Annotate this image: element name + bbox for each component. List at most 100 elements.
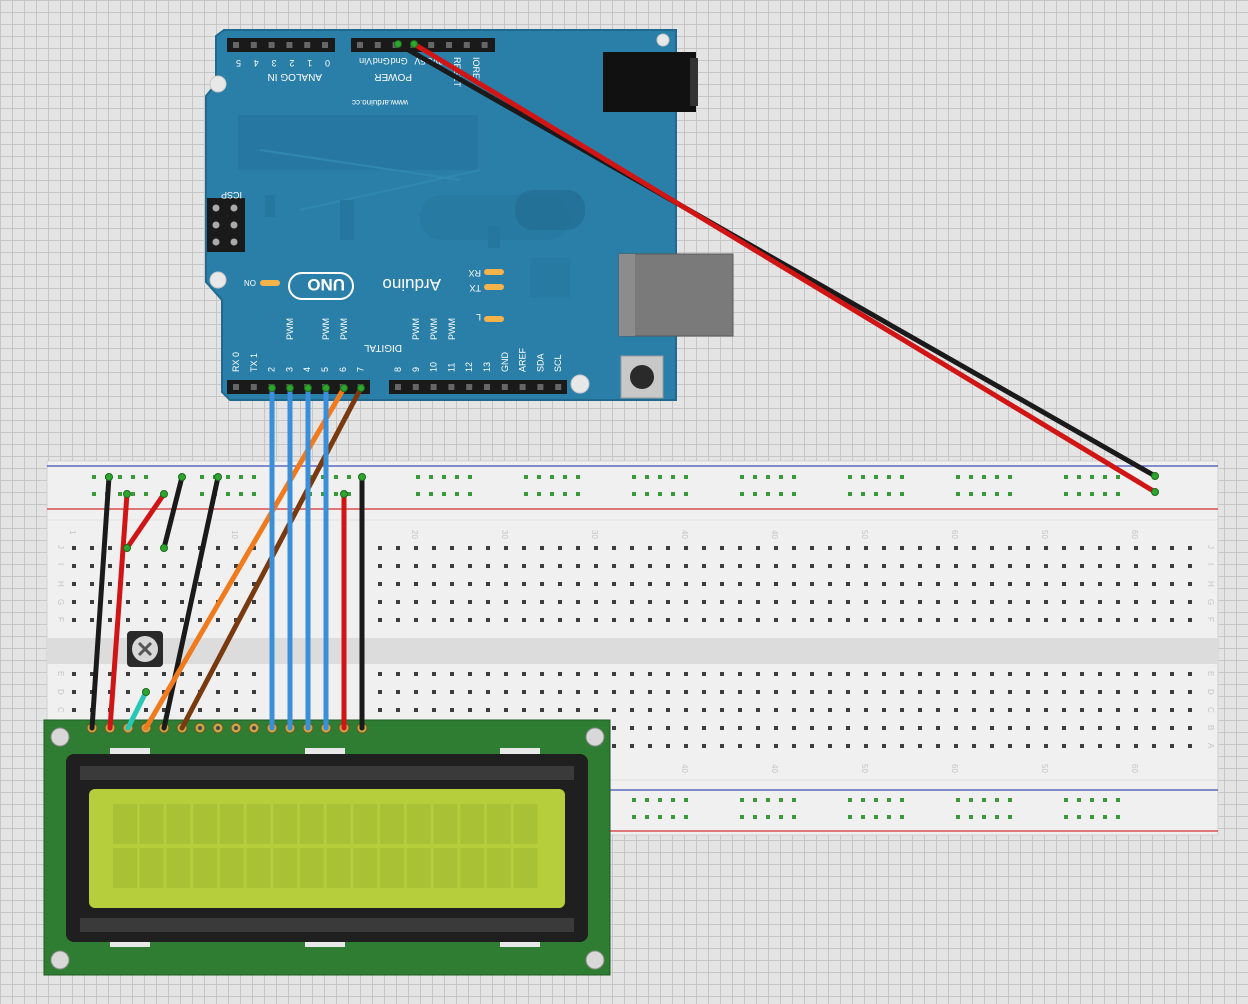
breadboard-hole[interactable] <box>252 618 256 622</box>
breadboard-hole[interactable] <box>1062 582 1066 586</box>
breadboard-hole[interactable] <box>990 546 994 550</box>
rail-hole[interactable] <box>1090 815 1094 819</box>
rail-hole[interactable] <box>645 492 649 496</box>
breadboard-hole[interactable] <box>432 546 436 550</box>
breadboard-hole[interactable] <box>900 726 904 730</box>
breadboard-hole[interactable] <box>846 744 850 748</box>
breadboard-hole[interactable] <box>954 726 958 730</box>
breadboard-hole[interactable] <box>1080 618 1084 622</box>
breadboard-hole[interactable] <box>558 600 562 604</box>
breadboard-hole[interactable] <box>1080 582 1084 586</box>
rail-hole[interactable] <box>766 475 770 479</box>
breadboard-hole[interactable] <box>828 618 832 622</box>
breadboard-hole[interactable] <box>558 708 562 712</box>
rail-hole[interactable] <box>252 492 256 496</box>
breadboard-hole[interactable] <box>684 564 688 568</box>
rail-hole[interactable] <box>1008 475 1012 479</box>
breadboard-hole[interactable] <box>234 690 238 694</box>
breadboard-hole[interactable] <box>486 618 490 622</box>
breadboard-hole[interactable] <box>558 690 562 694</box>
breadboard-hole[interactable] <box>72 582 76 586</box>
breadboard-hole[interactable] <box>684 744 688 748</box>
breadboard-hole[interactable] <box>1062 672 1066 676</box>
breadboard-hole[interactable] <box>576 618 580 622</box>
breadboard-hole[interactable] <box>918 600 922 604</box>
breadboard-hole[interactable] <box>1044 726 1048 730</box>
rail-hole[interactable] <box>334 475 338 479</box>
rail-hole[interactable] <box>576 475 580 479</box>
breadboard-hole[interactable] <box>126 618 130 622</box>
rail-hole[interactable] <box>1064 475 1068 479</box>
rail-hole[interactable] <box>753 475 757 479</box>
breadboard-hole[interactable] <box>630 726 634 730</box>
breadboard-hole[interactable] <box>702 564 706 568</box>
breadboard-hole[interactable] <box>594 582 598 586</box>
breadboard-hole[interactable] <box>954 546 958 550</box>
breadboard-hole[interactable] <box>846 708 850 712</box>
breadboard-hole[interactable] <box>756 708 760 712</box>
breadboard-hole[interactable] <box>216 564 220 568</box>
breadboard-hole[interactable] <box>234 708 238 712</box>
rail-hole[interactable] <box>969 492 973 496</box>
breadboard-hole[interactable] <box>738 564 742 568</box>
breadboard-hole[interactable] <box>972 564 976 568</box>
rail-hole[interactable] <box>766 815 770 819</box>
rail-hole[interactable] <box>684 798 688 802</box>
breadboard-hole[interactable] <box>1170 600 1174 604</box>
breadboard-hole[interactable] <box>1008 672 1012 676</box>
breadboard-hole[interactable] <box>594 708 598 712</box>
breadboard-hole[interactable] <box>1044 708 1048 712</box>
breadboard-hole[interactable] <box>522 672 526 676</box>
breadboard-hole[interactable] <box>918 744 922 748</box>
breadboard-hole[interactable] <box>828 600 832 604</box>
breadboard-hole[interactable] <box>1134 582 1138 586</box>
breadboard-hole[interactable] <box>1188 708 1192 712</box>
breadboard-hole[interactable] <box>648 618 652 622</box>
breadboard-hole[interactable] <box>612 726 616 730</box>
rail-hole[interactable] <box>1103 475 1107 479</box>
rail-hole[interactable] <box>792 798 796 802</box>
breadboard-hole[interactable] <box>1134 726 1138 730</box>
breadboard-hole[interactable] <box>792 564 796 568</box>
breadboard-hole[interactable] <box>666 600 670 604</box>
breadboard-hole[interactable] <box>450 564 454 568</box>
rail-hole[interactable] <box>887 492 891 496</box>
breadboard-hole[interactable] <box>1062 726 1066 730</box>
rail-hole[interactable] <box>576 492 580 496</box>
breadboard-hole[interactable] <box>180 672 184 676</box>
rail-hole[interactable] <box>753 815 757 819</box>
breadboard-hole[interactable] <box>144 546 148 550</box>
breadboard-hole[interactable] <box>1026 708 1030 712</box>
breadboard-hole[interactable] <box>1116 708 1120 712</box>
breadboard-hole[interactable] <box>378 546 382 550</box>
breadboard-hole[interactable] <box>396 672 400 676</box>
breadboard-hole[interactable] <box>936 564 940 568</box>
rail-hole[interactable] <box>900 492 904 496</box>
rail-hole[interactable] <box>861 475 865 479</box>
header-pin[interactable] <box>519 384 526 390</box>
breadboard-hole[interactable] <box>756 672 760 676</box>
breadboard-hole[interactable] <box>468 618 472 622</box>
breadboard-hole[interactable] <box>954 582 958 586</box>
breadboard-hole[interactable] <box>864 690 868 694</box>
rail-hole[interactable] <box>887 475 891 479</box>
breadboard-hole[interactable] <box>648 744 652 748</box>
breadboard-hole[interactable] <box>990 708 994 712</box>
rail-hole[interactable] <box>537 492 541 496</box>
breadboard-hole[interactable] <box>234 582 238 586</box>
breadboard-hole[interactable] <box>684 708 688 712</box>
breadboard-hole[interactable] <box>756 600 760 604</box>
rail-hole[interactable] <box>887 815 891 819</box>
breadboard-hole[interactable] <box>864 546 868 550</box>
breadboard-hole[interactable] <box>1098 600 1102 604</box>
breadboard-hole[interactable] <box>414 618 418 622</box>
breadboard-hole[interactable] <box>90 582 94 586</box>
breadboard-hole[interactable] <box>900 708 904 712</box>
rail-hole[interactable] <box>956 492 960 496</box>
rail-hole[interactable] <box>1116 492 1120 496</box>
breadboard-hole[interactable] <box>648 726 652 730</box>
breadboard-hole[interactable] <box>432 600 436 604</box>
rail-hole[interactable] <box>1103 492 1107 496</box>
breadboard-hole[interactable] <box>486 600 490 604</box>
rail-hole[interactable] <box>982 815 986 819</box>
